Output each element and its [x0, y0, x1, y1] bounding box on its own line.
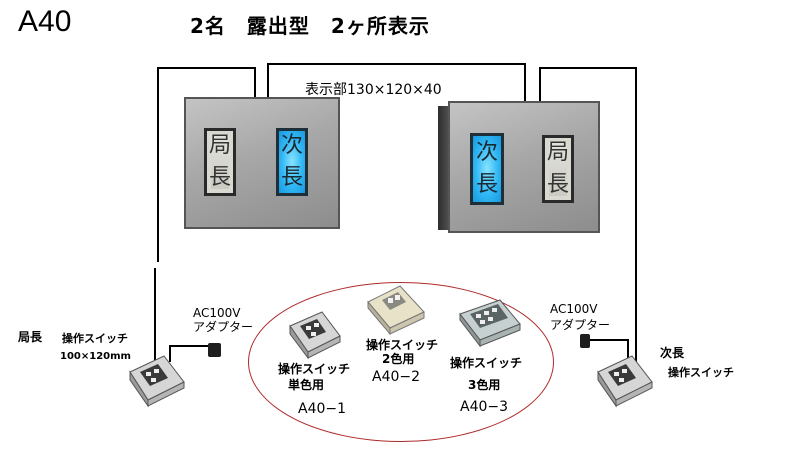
left-ac-adapter-icon [208, 343, 221, 357]
left-switch-label: 操作スイッチ [62, 332, 128, 345]
window-char: 長 [280, 165, 303, 190]
option-3-type: 3色用 [468, 378, 501, 392]
option-2-type: 2色用 [382, 352, 415, 366]
three-color-switch-icon [459, 299, 521, 348]
right-panel-side [438, 106, 450, 230]
switch-options-group [248, 282, 554, 442]
right-operation-switch-icon [597, 355, 653, 408]
window-char: 長 [208, 165, 231, 190]
right-panel-window-deputy: 次 長 [470, 133, 504, 205]
option-3-model: A40−3 [460, 399, 509, 415]
right-adapter-voltage: AC100V [550, 302, 598, 316]
wire-left-panel-to-right-panel [267, 63, 526, 102]
left-display-panel: 局 長 次 長 [184, 97, 340, 229]
option-2-model: A40−2 [372, 369, 421, 385]
display-dimensions-label: 表示部130×120×40 [305, 82, 442, 98]
window-char: 次 [280, 133, 303, 158]
option-1-type: 単色用 [288, 378, 325, 392]
left-adapter-voltage: AC100V [193, 306, 241, 320]
window-char: 局 [208, 133, 231, 158]
window-char: 長 [546, 172, 569, 197]
option-2-name: 操作スイッチ [366, 338, 439, 352]
left-adapter-label: アダプター [193, 320, 254, 334]
page-title: 2名 露出型 2ヶ所表示 [190, 14, 430, 38]
wire-right-switch-to-left-panel [539, 67, 637, 365]
wire-left-adapter [169, 345, 213, 362]
option-1-model: A40−1 [298, 401, 347, 417]
left-person-label: 局長 [18, 330, 43, 344]
wire-right-adapter [588, 339, 629, 362]
window-char: 局 [546, 140, 569, 165]
wire-left-switch-to-left-panel [154, 67, 256, 360]
right-ac-adapter-icon [580, 334, 590, 348]
single-color-switch-icon [289, 311, 341, 360]
window-char: 次 [475, 140, 498, 165]
model-code: A40 [18, 5, 72, 38]
option-3-name: 操作スイッチ [450, 356, 523, 370]
right-display-panel: 次 長 局 長 [448, 101, 600, 233]
left-switch-size: 100×120mm [60, 351, 131, 362]
right-person-label: 次長 [660, 346, 685, 360]
left-panel-window-director: 局 長 [204, 128, 236, 196]
right-switch-label: 操作スイッチ [668, 366, 734, 379]
two-color-switch-icon [367, 285, 425, 336]
option-1-name: 操作スイッチ [278, 362, 351, 376]
right-adapter-label: アダプター [550, 318, 611, 332]
window-char: 長 [475, 172, 498, 197]
left-operation-switch-icon [129, 355, 185, 408]
right-panel-window-director: 局 長 [542, 135, 574, 203]
left-panel-window-deputy: 次 長 [276, 128, 308, 196]
